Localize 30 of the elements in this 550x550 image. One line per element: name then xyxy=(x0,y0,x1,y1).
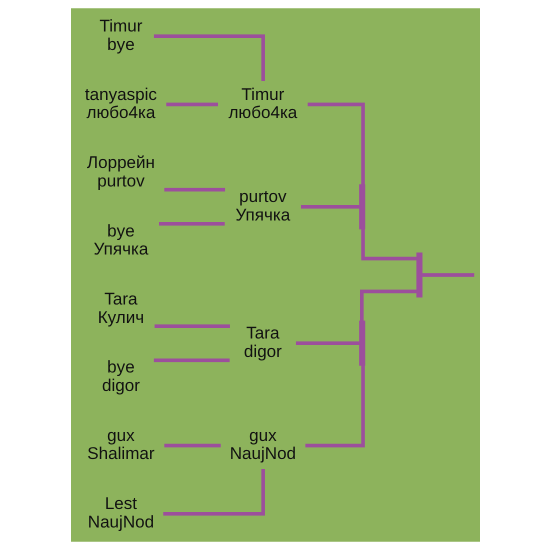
node-text: bye Упячка xyxy=(93,221,148,259)
node-text: Лоррейн purtov xyxy=(86,153,154,190)
connector xyxy=(360,290,416,321)
connector xyxy=(164,188,225,192)
node-bar xyxy=(416,252,422,298)
node-text: Tara Кулич xyxy=(97,289,144,327)
connector xyxy=(304,365,364,448)
connector xyxy=(300,204,359,209)
connector xyxy=(422,273,474,277)
connector xyxy=(154,324,230,328)
connector xyxy=(295,341,360,346)
node-text: Tara digor xyxy=(243,324,282,361)
connector xyxy=(153,34,264,81)
node-text: bye digor xyxy=(101,358,140,395)
connector xyxy=(307,102,364,185)
node-bar xyxy=(358,184,365,230)
node-text: Timur bye xyxy=(98,16,142,54)
node-text: purtov Упячка xyxy=(235,187,290,224)
connector xyxy=(153,358,230,362)
connector xyxy=(158,222,224,226)
connector xyxy=(162,469,264,516)
node-text: gux Shalimar xyxy=(86,426,154,464)
node-text: Lest NaujNod xyxy=(87,494,154,532)
connector xyxy=(166,102,218,106)
node-text: Timur любо4ка xyxy=(228,84,297,122)
connector xyxy=(164,444,220,448)
node-text: tanyaspic любо4ка xyxy=(84,84,156,122)
node-bar xyxy=(358,320,365,366)
connector xyxy=(360,229,416,260)
node-text: gux NaujNod xyxy=(229,426,296,464)
